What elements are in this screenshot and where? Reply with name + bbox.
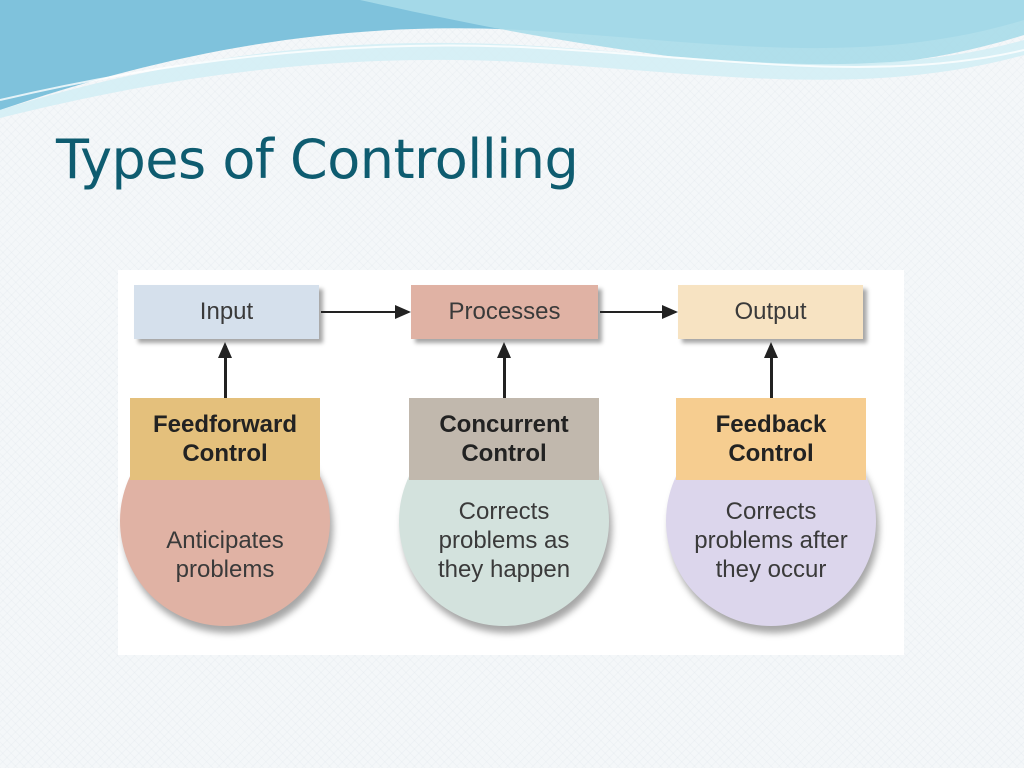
header-wave-decoration xyxy=(0,0,1024,118)
input-box-label: Input xyxy=(199,298,254,325)
input-box: Input xyxy=(134,285,319,339)
arrow-head-icon xyxy=(662,305,678,319)
feedforward-label: Feedforward Control xyxy=(130,398,320,480)
arrow-processes-to-output xyxy=(600,305,678,319)
arrow-up-icon xyxy=(218,342,232,358)
arrow-feedback-to-output xyxy=(764,342,778,398)
arrow-up-icon xyxy=(497,342,511,358)
processes-box-label: Processes xyxy=(448,298,561,325)
wave-band-mid xyxy=(360,0,1024,68)
feedback-description: Corrects problems after they occur xyxy=(694,498,848,583)
wave-line-white xyxy=(0,44,1024,101)
output-box: Output xyxy=(678,285,863,339)
concurrent-description: Corrects problems as they happen xyxy=(437,498,571,583)
feedforward-description: Anticipates problems xyxy=(166,527,284,583)
arrow-input-to-processes xyxy=(321,305,411,319)
arrow-concurrent-to-processes xyxy=(497,342,511,398)
concurrent-control-node: Corrects problems as they happen Concurr… xyxy=(399,398,609,630)
arrow-feedforward-to-input xyxy=(218,342,232,398)
feedback-control-node: Corrects problems after they occur Feedb… xyxy=(666,398,876,630)
concurrent-label: Concurrent Control xyxy=(409,398,599,480)
controlling-types-diagram: Input Processes Output Anticipates probl… xyxy=(118,270,904,655)
feedback-label: Feedback Control xyxy=(676,398,866,480)
slide-title: Types of Controlling xyxy=(56,128,579,191)
feedforward-control-node: Anticipates problems Feedforward Control xyxy=(120,398,330,630)
arrow-head-icon xyxy=(395,305,411,319)
processes-box: Processes xyxy=(411,285,598,339)
arrow-up-icon xyxy=(764,342,778,358)
wave-band-light xyxy=(0,40,1024,118)
output-box-label: Output xyxy=(734,298,807,325)
